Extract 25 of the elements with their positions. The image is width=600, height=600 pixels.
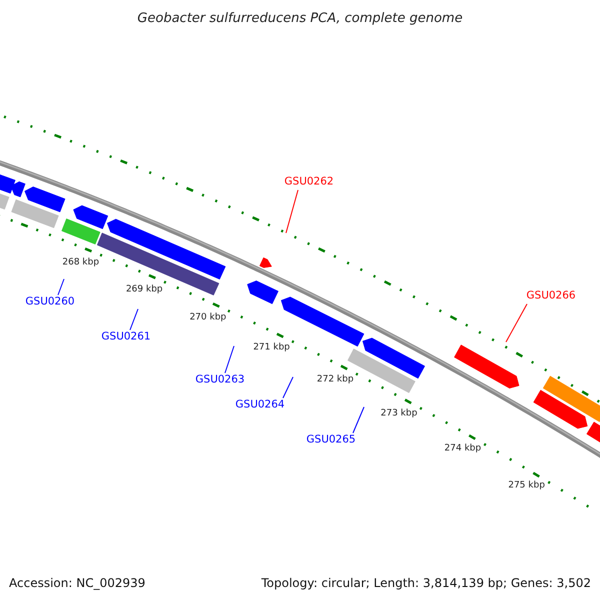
gene-label: GSU0264 (235, 398, 285, 412)
leader-line (286, 190, 298, 234)
leader-line (352, 406, 364, 434)
leader-line (506, 304, 528, 342)
position-label: 274 kbp (444, 444, 482, 455)
genome-info-text: Topology: circular; Length: 3,814,139 bp; Genes: 3,502 (261, 575, 591, 592)
position-label: 273 kbp (380, 408, 418, 420)
gene-label: GSU0266 (526, 290, 576, 302)
position-label: 271 kbp (253, 342, 290, 354)
title: Geobacter sulfurreducens PCA, complete genome (136, 10, 464, 28)
gene-label: GSU0265 (306, 434, 356, 446)
leader-line (58, 278, 64, 296)
gene-label: GSU0263 (195, 374, 245, 386)
position-label: 272 kbp (316, 374, 354, 386)
leader-line (224, 346, 234, 374)
gene-label: GSU0261 (101, 330, 151, 344)
leader-line (282, 376, 294, 398)
position-label: 275 kbp (508, 480, 545, 492)
position-label: 269 kbp (126, 284, 163, 296)
accession-text: Accession: NC_002939 (9, 575, 146, 592)
leader-line (130, 308, 138, 330)
gene-label: GSU0260 (25, 296, 75, 308)
gene-label: GSU0262 (284, 176, 334, 188)
position-label: 268 kbp (62, 258, 100, 269)
position-label: 270 kbp (190, 312, 226, 324)
